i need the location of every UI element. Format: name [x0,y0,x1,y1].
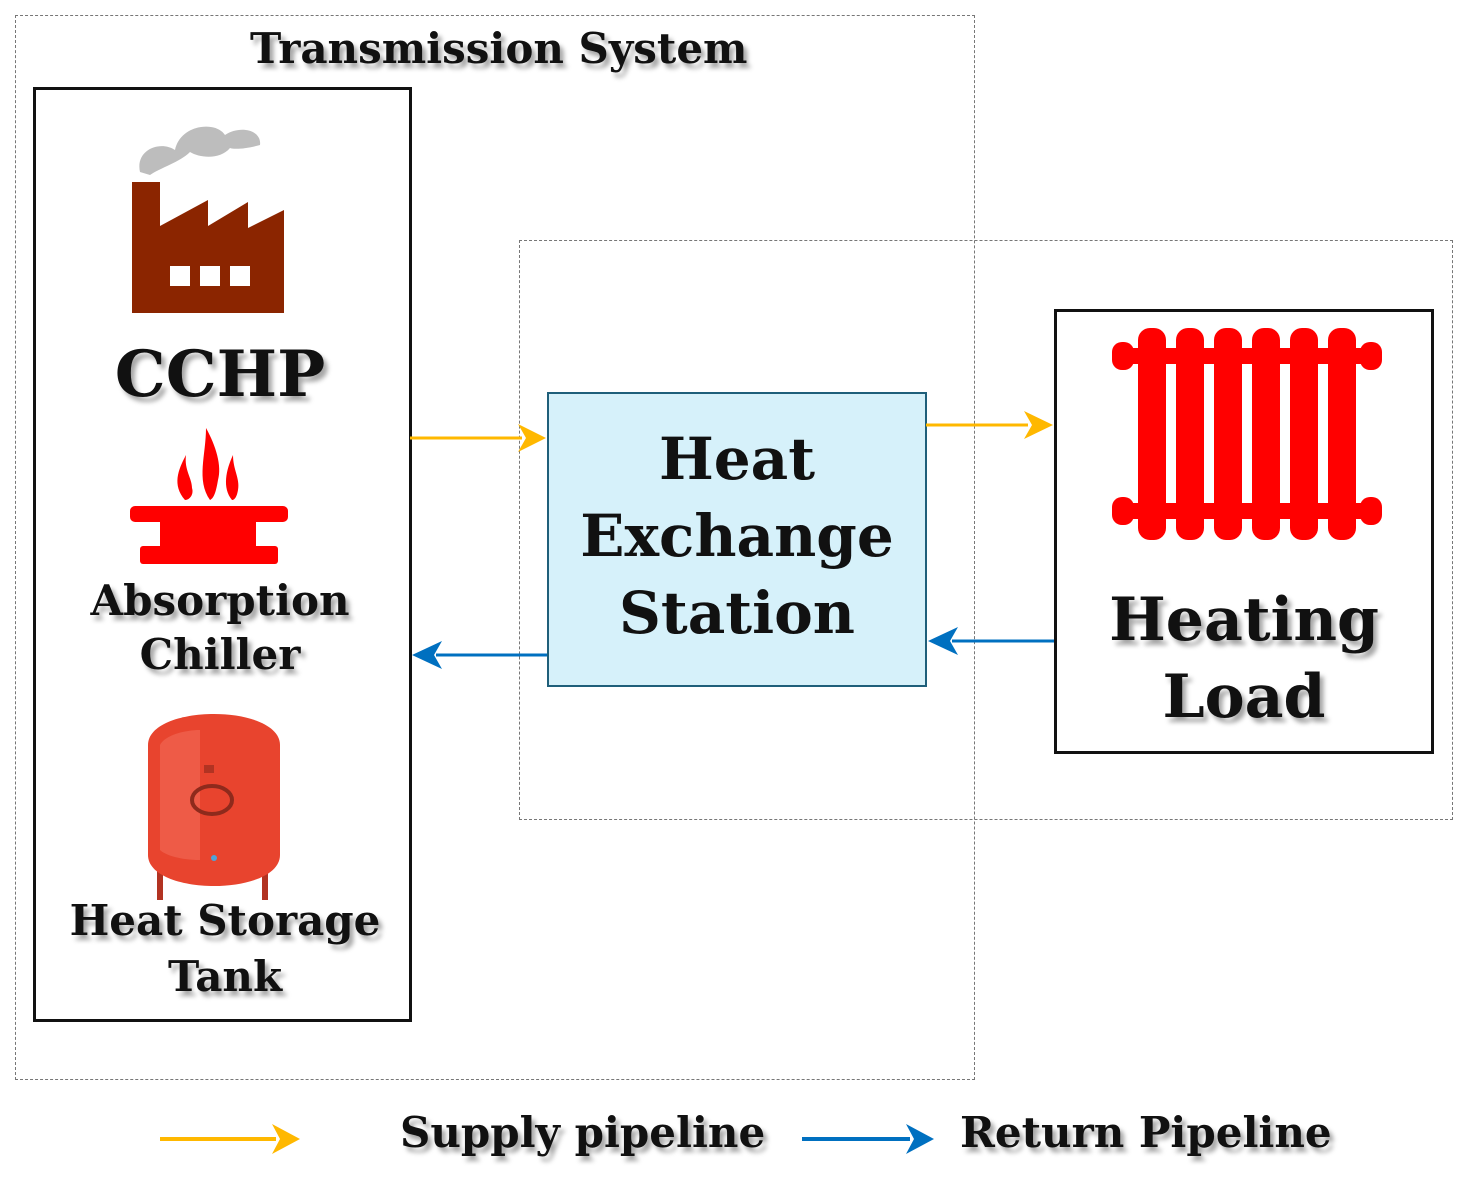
heating-load-label-line2: Load [1162,662,1326,732]
return-arrow-station-to-cchp [412,641,547,669]
legend-return-arrow [802,1124,934,1154]
supply-arrow-cchp-to-station [410,424,546,452]
distribution-region [519,240,1453,820]
supply-arrow-station-to-load [926,411,1053,439]
cchp-label: CCHP [114,337,326,412]
source-box [33,87,412,1022]
legend-supply-arrow [160,1124,300,1154]
station-label-line3: Station [619,579,855,647]
return-arrow-load-to-station [928,627,1054,655]
heat-storage-tank-label-line2: Tank [167,952,283,1001]
absorption-chiller-label-line1: Absorption [90,576,350,625]
absorption-chiller-label-line2: Chiller [139,630,301,679]
heat-storage-tank-label-line1: Heat Storage [69,896,381,945]
heat-exchange-station-box [547,392,927,687]
factory-icon [132,126,284,313]
legend-supply-label: Supply pipeline [400,1108,766,1157]
heating-load-label-line1: Heating [1109,585,1379,655]
heating-load-box [1054,309,1434,754]
burner-flame-icon [130,428,288,564]
storage-tank-icon [148,714,280,900]
station-label-line2: Exchange [580,502,894,570]
radiator-icon [1112,328,1382,540]
legend-return-label: Return Pipeline [960,1108,1332,1157]
station-label-line1: Heat [658,425,816,493]
transmission-system-region [15,15,975,1080]
transmission-system-title: Transmission System [250,24,748,73]
